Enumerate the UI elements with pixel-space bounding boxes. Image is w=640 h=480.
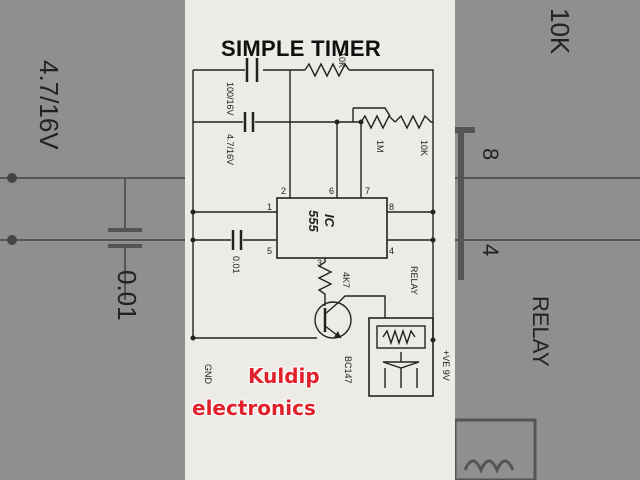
potentiometer-wiper — [353, 107, 391, 117]
ic-555-body — [276, 197, 388, 259]
transistor-bc147 — [314, 301, 352, 339]
resistor-10k — [394, 114, 433, 130]
right-blur-panel: 10K 8 4 RELAY — [455, 0, 640, 480]
right-pin4-label: 4 — [478, 244, 503, 256]
ic-label-line1: IC — [322, 214, 337, 228]
left-junction-dot-bottom — [7, 235, 17, 245]
resistor-4k7 — [317, 258, 333, 306]
pin-5-label: 5 — [267, 246, 272, 256]
relay-coil — [376, 325, 426, 349]
pin-8-label: 8 — [389, 202, 394, 212]
label-vcc: +VE 9V — [441, 350, 451, 381]
right-r-label: 10K — [545, 8, 575, 55]
relay-body — [368, 317, 434, 397]
right-pin8-label: 8 — [478, 148, 503, 160]
label-c1: 100/16V — [225, 82, 235, 116]
label-r-top: 10K — [337, 52, 347, 68]
pin-3-label: 3 — [317, 258, 322, 268]
pin-7-label: 7 — [365, 186, 370, 196]
watermark-line1: Kuldip — [248, 364, 320, 388]
resistor-10k-top — [304, 62, 350, 78]
label-c2: 4.7/16V — [225, 134, 235, 165]
right-relay-label: RELAY — [528, 296, 553, 367]
pin-2-label: 2 — [281, 186, 286, 196]
pin-4-label: 4 — [389, 246, 394, 256]
left-junction-dot-top — [7, 173, 17, 183]
left-blur-schematic: 4.7/16V 0.01 — [0, 60, 185, 321]
label-gnd: GND — [203, 364, 213, 385]
potentiometer-1m — [360, 114, 396, 130]
page-title: SIMPLE TIMER — [221, 36, 382, 61]
left-cap2-label: 0.01 — [112, 270, 142, 321]
pin-6-label: 6 — [329, 186, 334, 196]
left-blur-panel: 4.7/16V 0.01 — [0, 0, 185, 480]
label-r-base: 4K7 — [341, 272, 351, 288]
label-c3: 0.01 — [231, 256, 241, 274]
label-r-10k: 10K — [419, 140, 429, 156]
label-transistor: BC147 — [343, 356, 353, 384]
right-blur-schematic: 10K 8 4 RELAY — [455, 8, 640, 480]
schematic-paper: 100/16V 4.7/16V 10K 1M 10K 2 6 7 1 8 5 4… — [185, 0, 455, 480]
left-cap-label: 4.7/16V — [34, 60, 64, 150]
label-pot: 1M — [375, 140, 385, 153]
ic-label-line2: 555 — [306, 210, 321, 232]
pin-1-label: 1 — [267, 202, 272, 212]
timer-schematic: 100/16V 4.7/16V 10K 1M 10K 2 6 7 1 8 5 4… — [190, 52, 451, 397]
label-relay: RELAY — [409, 266, 419, 295]
watermark-line2: electronics — [192, 396, 316, 420]
